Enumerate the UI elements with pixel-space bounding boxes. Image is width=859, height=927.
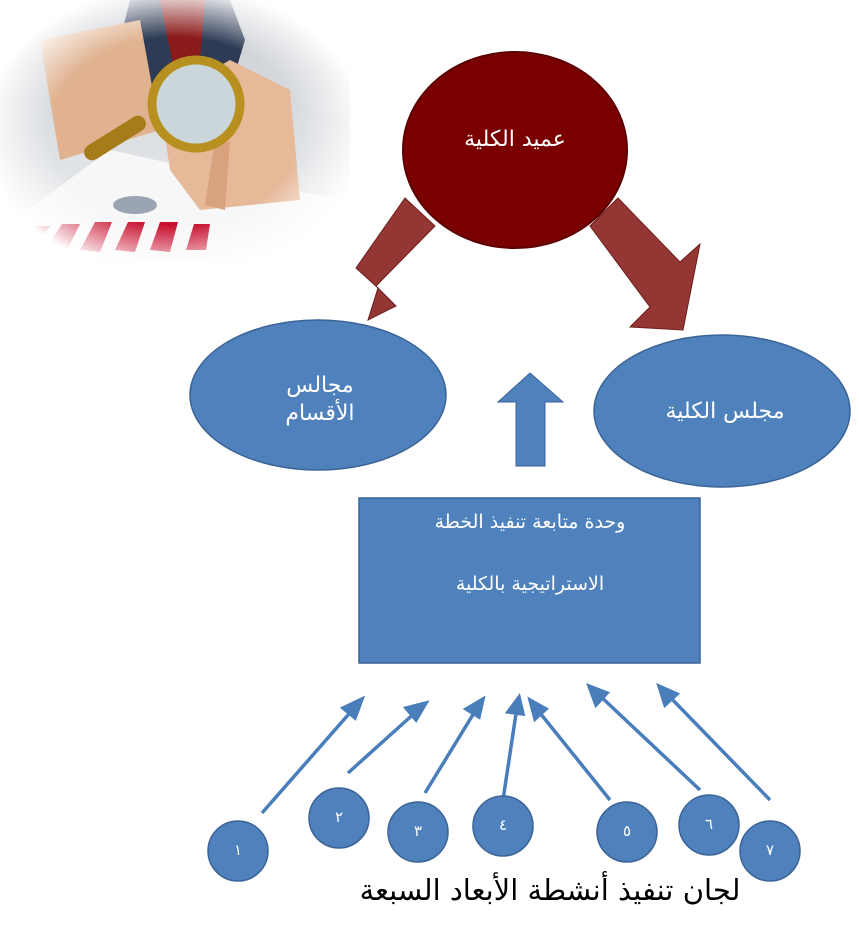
committee-2-label: ٢ xyxy=(334,808,344,826)
committee-4-label: ٤ xyxy=(498,816,508,834)
committee-4-node xyxy=(472,795,534,857)
department-councils-label-line2: الأقسام xyxy=(285,400,355,426)
unit-to-councils-arrow xyxy=(496,372,565,467)
dean-to-college-council-arrow xyxy=(589,197,701,331)
committee-arrows xyxy=(260,682,772,815)
department-councils-label: مجالس الأقسام xyxy=(250,372,390,427)
committee-1-node xyxy=(207,820,269,882)
dean-node xyxy=(402,51,628,249)
committee-2-node xyxy=(308,787,370,849)
monitoring-unit-node xyxy=(358,497,701,664)
unit-label-line2: الاستراتيجية بالكلية xyxy=(455,573,605,595)
committee-5-label: ٥ xyxy=(622,822,632,840)
committee-7-label: ٧ xyxy=(765,841,775,859)
college-council-node xyxy=(593,334,851,488)
magnifying-glass-photo xyxy=(0,0,350,262)
bottom-caption: لجان تنفيذ أنشطة الأبعاد السبعة xyxy=(359,873,741,907)
committee-3-label: ٣ xyxy=(413,822,423,840)
committee-3-node xyxy=(387,801,449,863)
committee-5-node xyxy=(596,801,658,863)
committee-circles xyxy=(207,787,801,882)
committee-6-label: ٦ xyxy=(704,815,714,833)
department-councils-label-line1: مجالس xyxy=(286,373,354,398)
department-councils-node xyxy=(189,319,447,471)
committee-6-node xyxy=(678,794,740,856)
committee-1-label: ١ xyxy=(233,841,243,859)
unit-label-line1: وحدة متابعة تنفيذ الخطة xyxy=(434,511,626,533)
dean-label: عميد الكلية xyxy=(464,127,566,152)
college-council-label: مجلس الكلية xyxy=(665,399,785,424)
committee-7-node xyxy=(739,820,801,882)
dean-to-departments-arrow xyxy=(355,197,436,321)
